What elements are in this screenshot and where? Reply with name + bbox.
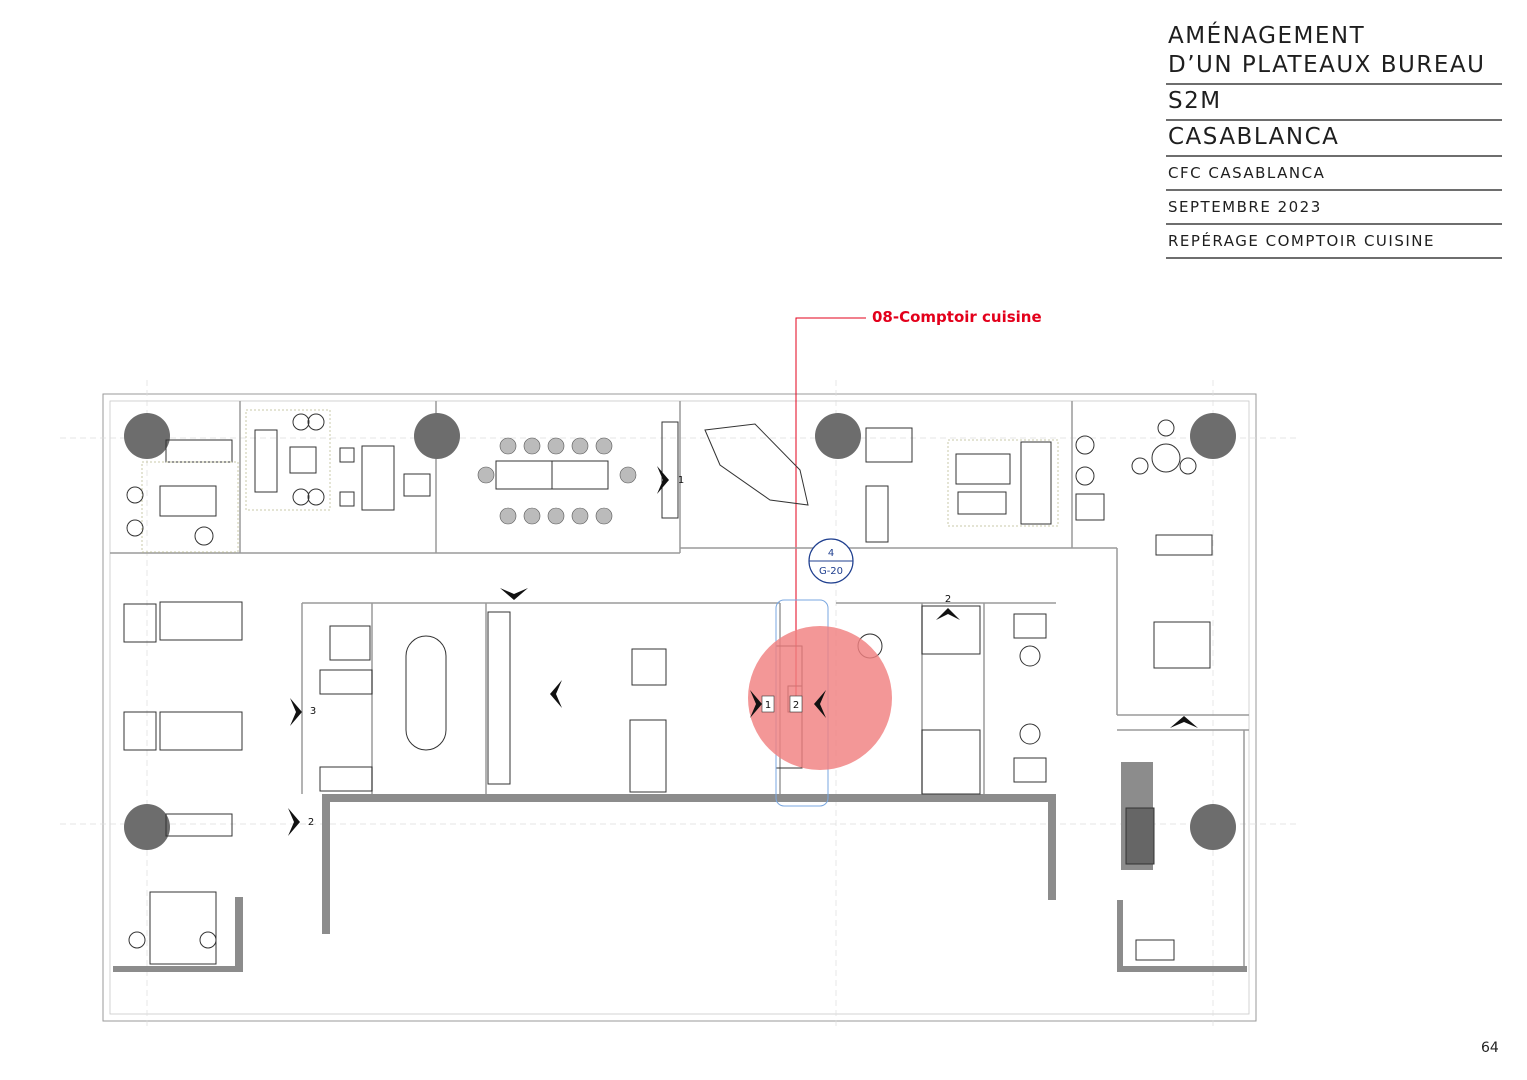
section-tag: 4 G-20 [808, 538, 854, 584]
view-marker-3: 3 [310, 706, 316, 717]
structural-columns [124, 413, 1236, 850]
project-title: AMÉNAGEMENT D’UN PLATEAUX BUREAU [1166, 20, 1502, 85]
view-marker-arrow [936, 608, 960, 620]
view-marker-1: 1 [765, 700, 771, 711]
furniture [123, 409, 1213, 965]
view-marker-4: 2 [308, 817, 314, 828]
project-title-line2: D’UN PLATEAUX BUREAU [1168, 52, 1486, 78]
date: SEPTEMBRE 2023 [1166, 191, 1502, 225]
city-name: CASABLANCA [1166, 121, 1502, 157]
sheet-subject: REPÉRAGE COMPTOIR CUISINE [1166, 225, 1502, 259]
project-title-line1: AMÉNAGEMENT [1168, 23, 1366, 49]
view-marker-arrow [814, 690, 826, 718]
section-tag-sheet: G-20 [819, 566, 843, 577]
view-marker-arrow [288, 808, 300, 836]
section-tag-number: 4 [828, 548, 834, 559]
view-marker-arrow [1170, 716, 1198, 728]
page-number: 64 [1481, 1040, 1499, 1056]
site-name: CFC CASABLANCA [1166, 157, 1502, 191]
client-name: S2M [1166, 85, 1502, 121]
view-marker-5: 2 [945, 594, 951, 605]
title-block: AMÉNAGEMENT D’UN PLATEAUX BUREAU S2M CAS… [1166, 20, 1502, 259]
callout-label: 08-Comptoir cuisine [872, 308, 1042, 326]
building-outline [102, 393, 1257, 1022]
view-marker-6: 1 [678, 475, 684, 486]
view-markers: 1 2 3 2 2 1 [288, 466, 1198, 836]
view-marker-arrow [500, 588, 528, 600]
callout-leader [795, 317, 866, 700]
view-marker-arrow [657, 466, 669, 494]
view-marker-arrow [550, 680, 562, 708]
walls [113, 762, 1247, 972]
view-marker-arrow [750, 690, 762, 718]
view-marker-arrow [290, 698, 302, 726]
view-marker-2: 2 [793, 700, 799, 711]
